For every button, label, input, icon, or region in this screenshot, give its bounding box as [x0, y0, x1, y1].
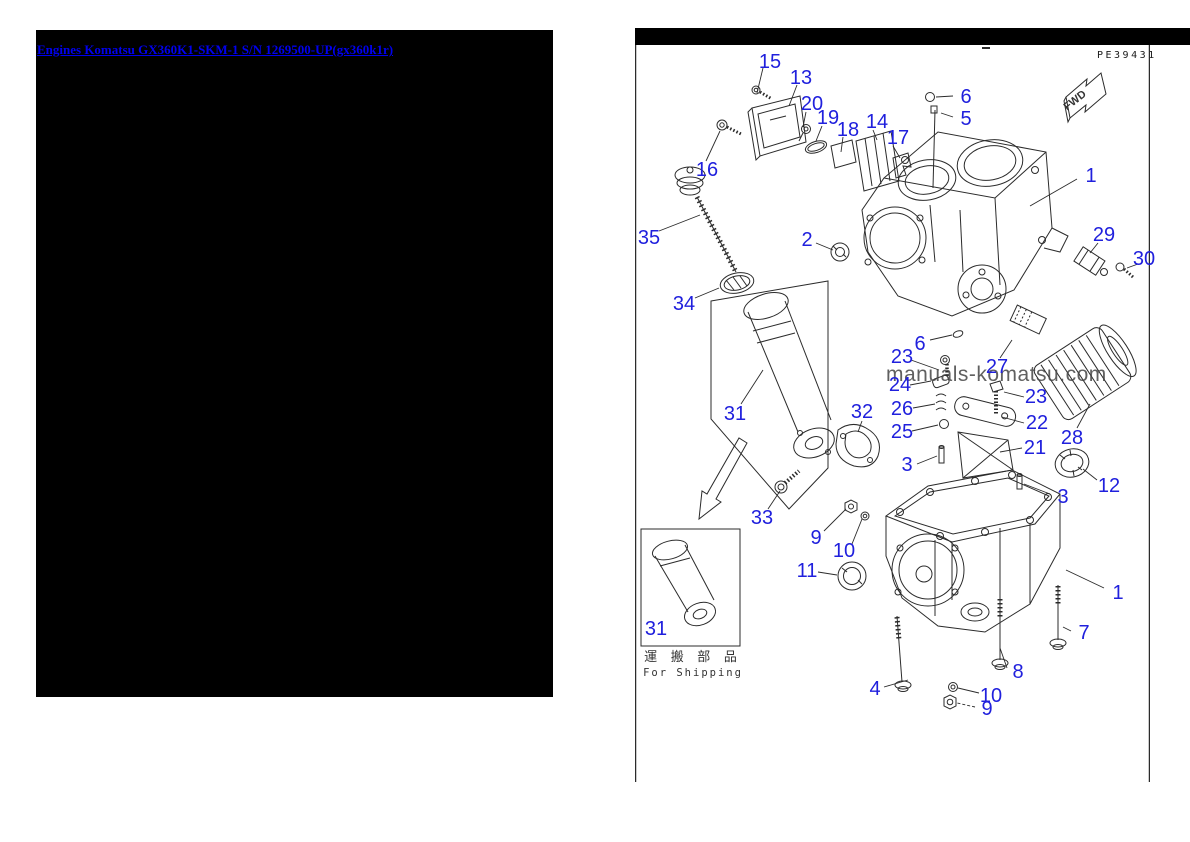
- crank-seal-drawing: [1054, 448, 1090, 478]
- oil-pan-drawing: [884, 445, 1061, 633]
- plate-code: PE39431: [1097, 50, 1157, 61]
- fastener-drawings: [774, 469, 1067, 710]
- shipping-box: [640, 528, 741, 647]
- filler-tube-drawing: [710, 280, 835, 510]
- parts-diagram: FWD: [635, 45, 1150, 782]
- watermark: manuals-komatsu.com: [886, 363, 1107, 386]
- tube-gasket-drawing: [835, 424, 880, 468]
- pressure-switch-drawing: [1073, 246, 1134, 279]
- breather-cover-drawing: [716, 85, 807, 162]
- oil-filter-drawing: [1009, 304, 1137, 421]
- sheet-top-bar: [635, 28, 1190, 45]
- grommet-drawing: [719, 272, 755, 294]
- shipping-note-jp: 運 搬 部 品: [644, 649, 742, 664]
- manual-link[interactable]: Engines Komatsu GX360K1-SKM-1 S/N 126950…: [37, 42, 394, 57]
- sheet-border: [635, 45, 1150, 782]
- small-seals-drawing: [830, 92, 964, 338]
- leader-lines: [658, 67, 1139, 708]
- check-valve-parts-drawing: [932, 355, 1017, 479]
- cylinder-block-drawing: [861, 131, 1069, 317]
- shipping-note-en: For Shipping: [643, 667, 743, 679]
- dipstick-drawing: [674, 166, 739, 274]
- shipping-arrow: [698, 437, 748, 521]
- breather-valve-parts-drawing: [798, 124, 912, 192]
- page-preview-image: [36, 30, 553, 697]
- fwd-label: FWD: [1062, 88, 1089, 113]
- fwd-arrow-icon: FWD: [1062, 72, 1107, 124]
